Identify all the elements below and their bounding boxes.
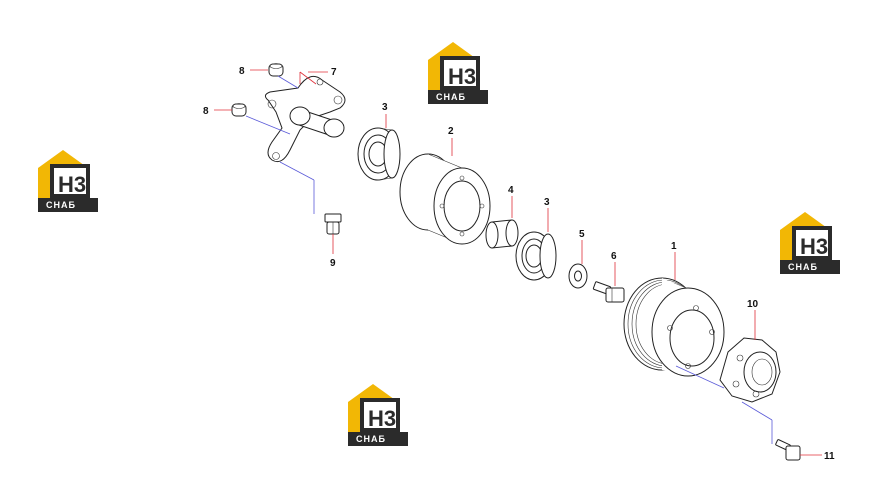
part-3-bearing-upper [357,127,401,181]
part-8-cap-lower [231,103,247,117]
watermark-logo-top: H3 СНАБ [428,42,488,104]
svg-text:H3: H3 [448,64,476,89]
leader-lines [214,69,822,456]
part-10-flange [719,337,781,403]
svg-text:СНАБ: СНАБ [46,200,76,210]
watermark-logo-bottom: H3 СНАБ [348,384,408,446]
part-6-bolt [592,281,625,303]
callout-7: 7 [331,67,337,78]
svg-text:H3: H3 [368,406,396,431]
part-4-sleeve [485,219,519,249]
svg-text:H3: H3 [58,172,86,197]
watermark-logo-left: H3 СНАБ [38,150,98,212]
callout-2: 2 [448,126,454,137]
part-3-bearing-lower [515,231,557,281]
callout-6: 6 [611,251,617,262]
svg-text:H3: H3 [800,234,828,259]
part-8-cap-upper [268,63,284,77]
part-11-bolt [775,439,801,461]
part-9-bolt [324,213,342,235]
svg-text:СНАБ: СНАБ [356,434,386,444]
callout-3-upper: 3 [382,102,388,113]
callout-8-upper: 8 [239,66,245,77]
watermark-logo-right: H3 СНАБ [780,212,840,274]
svg-text:СНАБ: СНАБ [788,262,818,272]
callout-3-lower: 3 [544,197,550,208]
callout-8-lower: 8 [203,106,209,117]
part-5-washer [568,263,588,289]
callout-9: 9 [330,258,336,269]
callout-11: 11 [824,451,835,462]
callout-10: 10 [747,299,759,310]
svg-text:СНАБ: СНАБ [436,92,466,102]
part-7-bracket [264,75,346,163]
part-1-pulley [623,277,725,377]
callout-4: 4 [508,185,514,196]
callout-5: 5 [579,229,585,240]
part-2-housing [399,153,491,245]
callout-1: 1 [671,241,677,252]
